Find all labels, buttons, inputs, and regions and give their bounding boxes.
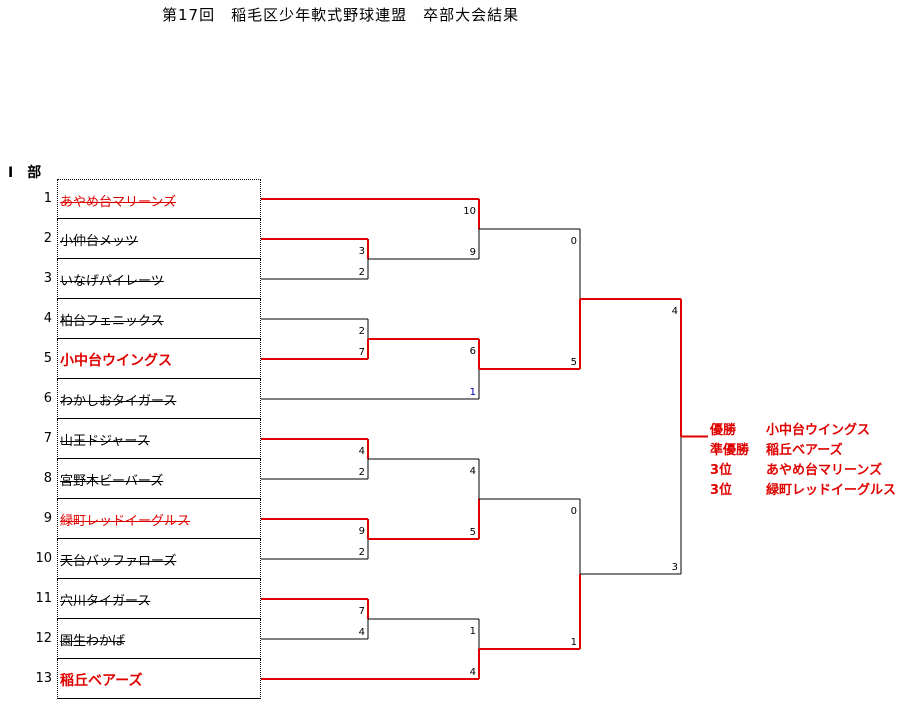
team-seed: 3 [43,271,52,286]
team-seed: 7 [43,431,52,446]
team-name: 小仲台メッツ [60,234,139,249]
score-label: 4 [672,306,678,317]
team-row: 宮野木ビーバーズ [57,459,261,499]
team-seed: 1 [43,191,52,206]
score-label: 0 [571,236,577,247]
score-label: 7 [359,347,365,358]
team-name: 穴川タイガース [60,594,151,609]
team-name: いなげパイレーツ [60,274,164,289]
team-seed: 5 [43,351,52,366]
score-label: 1 [470,626,476,637]
score-label: 2 [359,547,365,558]
team-name: 山王ドジャース [60,434,150,449]
score-label: 4 [359,627,365,638]
team-name: 稲丘ベアーズ [60,673,143,689]
score-label: 0 [571,506,577,517]
score-label: 2 [359,267,365,278]
team-seed: 10 [35,551,52,566]
result-row: 3位 あやめ台マリーンズ [710,461,896,481]
score-label: 9 [470,247,476,258]
result-rank: 3位 [710,483,733,498]
team-row: 稲丘ベアーズ [57,659,261,699]
team-seed: 13 [35,671,52,686]
team-seed: 11 [35,591,52,606]
result-row: 優勝 小中台ウイングス [710,421,896,441]
score-label: 5 [571,357,577,368]
score-label: 7 [359,606,365,617]
score-label: 4 [470,466,476,477]
team-name: あやめ台マリーンズ [60,195,177,210]
score-label: 5 [470,527,476,538]
result-team: 稲丘ベアーズ [766,443,843,458]
result-team: 緑町レッドイーグルス [766,483,897,498]
team-seed: 9 [43,511,52,526]
team-name: 宮野木ビーバーズ [60,474,164,489]
score-label: 6 [470,346,476,357]
page-title: 第17回 稲毛区少年軟式野球連盟 卒部大会結果 [162,6,520,24]
team-seed: 4 [43,311,52,326]
score-label: 4 [359,446,365,457]
score-label: 2 [359,467,365,478]
team-seed: 2 [43,231,52,246]
score-label: 2 [359,326,365,337]
team-row: 穴川タイガース [57,579,261,619]
team-name: 園生わかば [60,634,126,649]
team-name: 緑町レッドイーグルス [60,514,191,529]
score-label: 4 [470,667,476,678]
team-row: あやめ台マリーンズ [57,179,261,219]
result-rank: 優勝 [710,423,737,438]
team-row: 山王ドジャース [57,419,261,459]
result-row: 準優勝 稲丘ベアーズ [710,441,896,461]
team-seed: 12 [35,631,52,646]
team-name: 柏台フェニックス [60,314,164,329]
team-row: わかしおタイガース [57,379,261,419]
team-seed: 6 [43,391,52,406]
score-label: 1 [470,387,476,398]
team-row: 柏台フェニックス [57,299,261,339]
result-row: 3位 緑町レッドイーグルス [710,481,896,501]
score-label: 1 [571,637,577,648]
team-row: 小仲台メッツ [57,219,261,259]
division-label: Ⅰ 部 [8,165,42,181]
result-rank: 3位 [710,463,733,478]
team-name: 小中台ウイングス [60,353,172,369]
team-seed: 8 [43,471,52,486]
result-team: あやめ台マリーンズ [766,463,883,478]
team-name: わかしおタイガース [60,394,177,409]
result-team: 小中台ウイングス [766,423,871,438]
result-rank: 準優勝 [710,443,750,458]
team-row: 小中台ウイングス [57,339,261,379]
score-label: 10 [463,206,476,217]
team-row: 園生わかば [57,619,261,659]
team-row: 緑町レッドイーグルス [57,499,261,539]
score-label: 3 [359,246,365,257]
results-panel: 優勝小中台ウイングス 準優勝稲丘ベアーズ 3位あやめ台マリーンズ 3位緑町レッド… [710,421,896,501]
score-label: 3 [672,562,678,573]
team-name: 天台バッファローズ [60,554,177,569]
team-row: いなげパイレーツ [57,259,261,299]
team-row: 天台バッファローズ [57,539,261,579]
score-label: 9 [359,526,365,537]
